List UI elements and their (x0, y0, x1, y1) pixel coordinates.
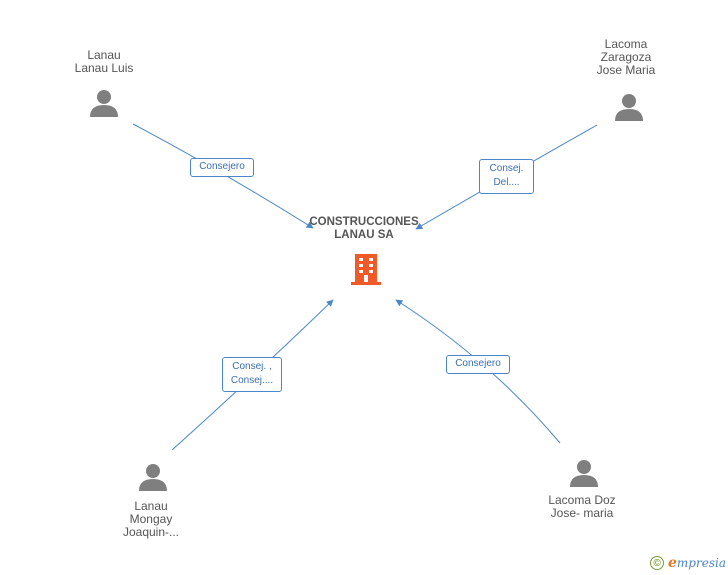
role-box-lanau-mongay[interactable]: Consej. , Consej.... (222, 357, 282, 392)
person-label-lanau-luis[interactable]: Lanau Lanau Luis (74, 48, 134, 75)
person-icon[interactable] (569, 458, 599, 488)
person-label-lanau-mongay[interactable]: Lanau Mongay Joaquin-... (122, 499, 180, 539)
company-name[interactable]: CONSTRUCCIONES LANAU SA (309, 216, 419, 241)
person-icon[interactable] (614, 92, 644, 122)
role-box-lanau-luis[interactable]: Consejero (190, 158, 254, 177)
person-label-lacoma-doz[interactable]: Lacoma Doz Jose- maria (548, 493, 616, 520)
person-label-lacoma-zaragoza[interactable]: Lacoma Zaragoza Jose Maria (596, 37, 656, 77)
person-icon[interactable] (89, 88, 119, 118)
footer-brand: © empresia (650, 554, 726, 572)
role-box-lacoma-zaragoza[interactable]: Consej. Del.... (479, 159, 534, 194)
copyright-icon: © (650, 556, 664, 570)
building-icon[interactable] (349, 252, 383, 286)
person-icon[interactable] (138, 462, 168, 492)
role-box-lacoma-doz[interactable]: Consejero (446, 355, 510, 374)
brand-logo[interactable]: empresia (668, 555, 726, 571)
